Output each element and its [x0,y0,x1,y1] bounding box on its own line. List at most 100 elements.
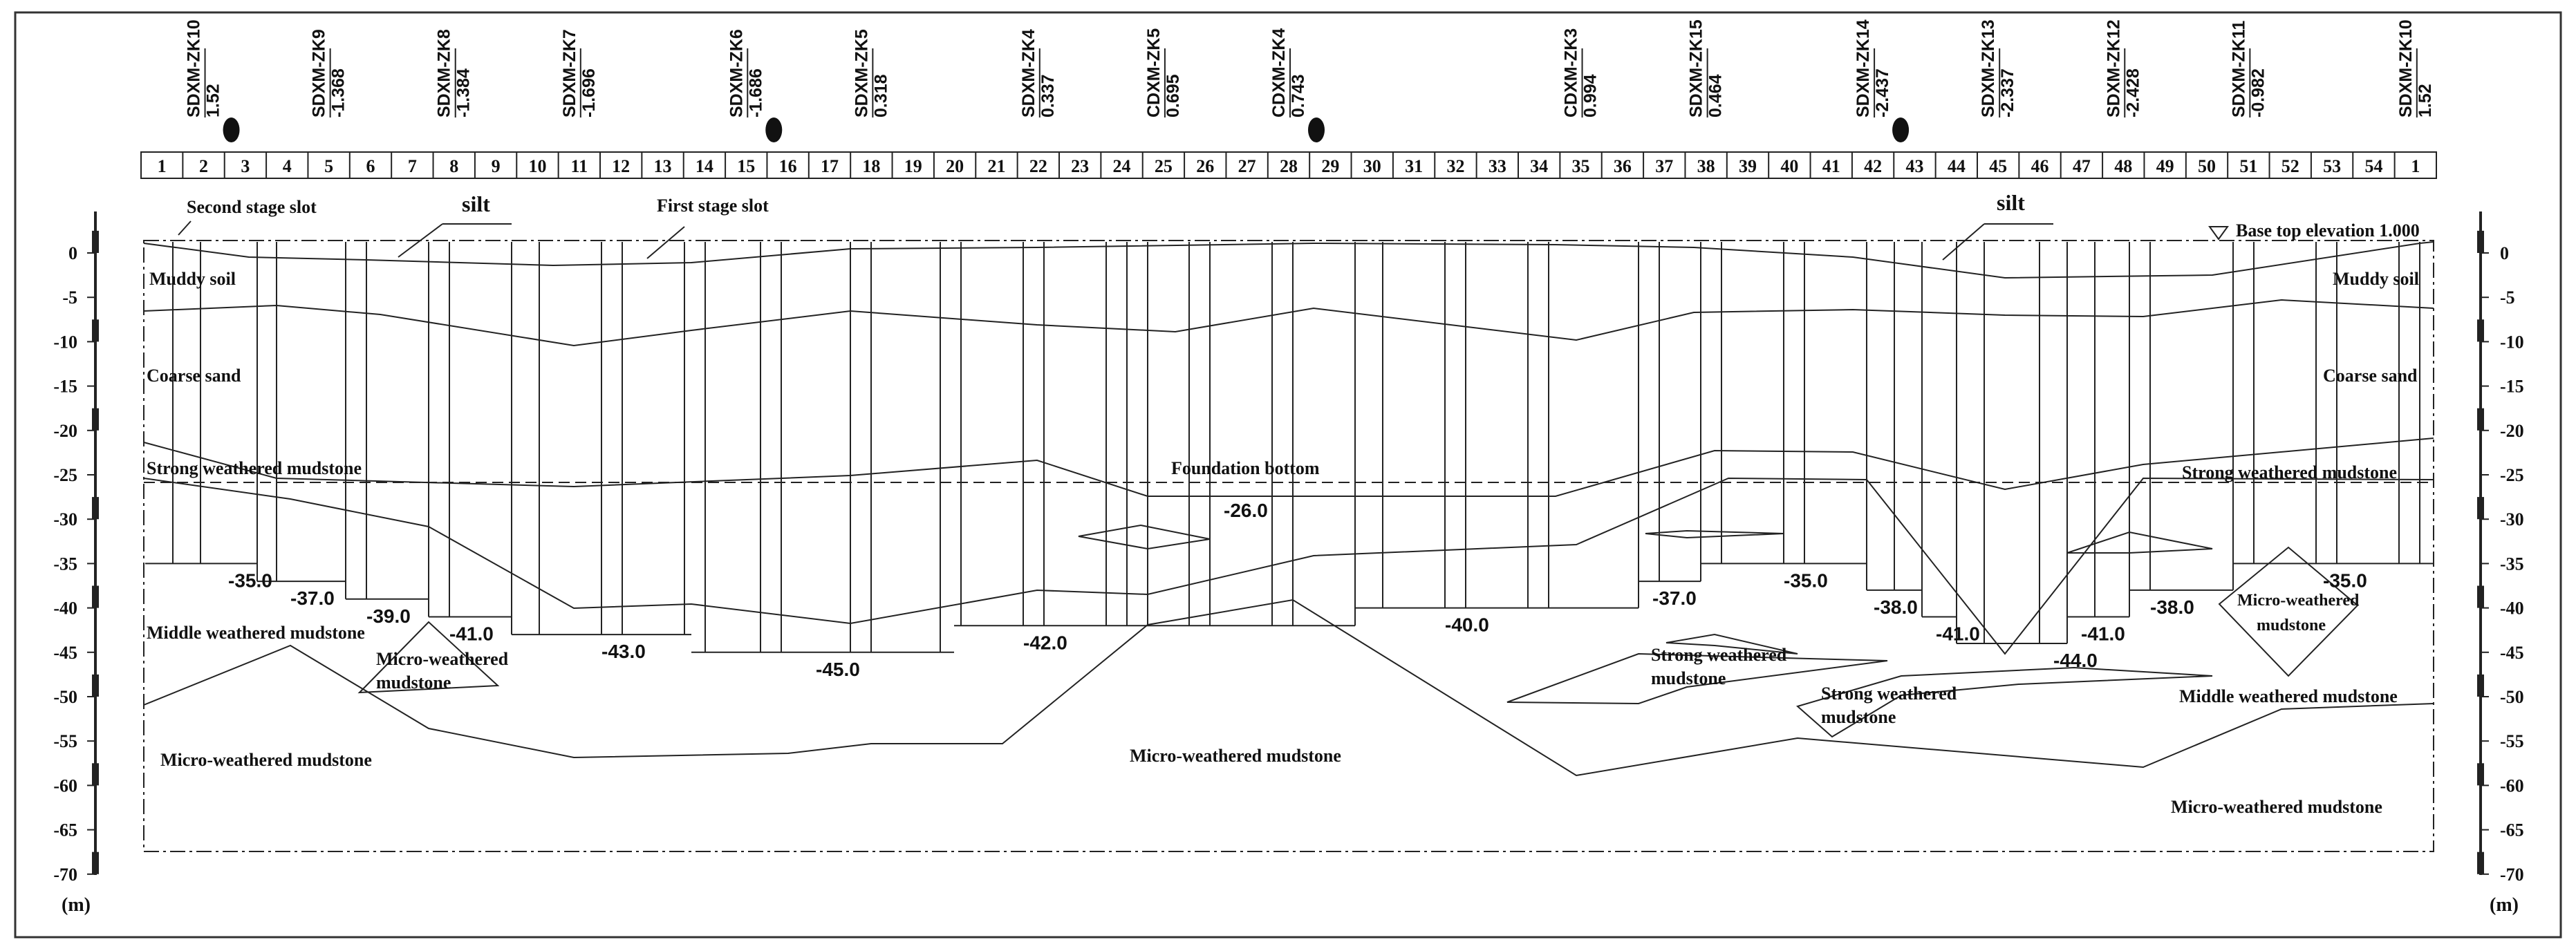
axis-tick-label: -60 [53,775,77,795]
borehole-elevation: -1.384 [454,68,474,117]
axis-tick-label: -65 [2500,820,2524,840]
slot-number: 43 [1905,156,1923,176]
micro-weathered-lens-label: mudstone [376,672,451,693]
outer-frame [14,11,2562,939]
panel-depth-label: -38.0 [1874,596,1918,618]
borehole-header: SDXM-ZK13-2.337 [1979,19,2017,117]
panel-depth-label: -44.0 [2053,650,2098,671]
axis-tick-label: -40 [53,599,77,619]
slot-number: 20 [946,156,964,176]
coarse-sand-label: Coarse sand [2323,366,2418,386]
slot-number: 13 [654,156,672,176]
axis-tick-label: -15 [2500,377,2524,397]
middle-weathered-mudstone-label: Middle weathered mudstone [147,623,365,643]
panel-depth-label: -35.0 [2323,569,2367,591]
lens-shape [357,621,500,694]
depth-axis-right: 0-5-10-15-20-25-30-35-40-45-50-55-60-65-… [2477,211,2524,916]
micro-weathered-lens-label: Micro-weathered [376,649,509,669]
borehole-header: SDXM-ZK14-2.437 [1854,19,1910,142]
foundation-bottom-value: -26.0 [1224,500,1268,521]
slot-number: 33 [1488,156,1506,176]
borehole-id: CDXM-ZK4 [1269,28,1289,117]
borehole-marker-icon [1308,117,1325,142]
slot-number: 8 [449,156,458,176]
slot-number: 41 [1822,156,1840,176]
axis-scale-block [92,319,99,342]
soil-boundary-line [143,299,2434,347]
borehole-elevation: 1.52 [204,84,223,117]
axis-scale-block [2477,763,2484,786]
borehole-id: SDXM-ZK9 [310,29,329,117]
axis-tick-label: -20 [2500,421,2524,441]
ground-surface-line [143,241,2434,279]
strong-weathered-lens-label: Strong weathered [1821,684,1957,704]
borehole-header: SDXM-ZK12-2.428 [2104,19,2143,117]
slot-number: 46 [2031,156,2049,176]
slot-number: 31 [1405,156,1423,176]
borehole-elevation: 0.464 [1706,74,1726,117]
axis-tick-label: -70 [2500,865,2524,885]
slot-number: 50 [2198,156,2216,176]
borehole-header: SDXM-ZK11-0.982 [2229,21,2268,117]
axis-unit-label: (m) [2490,894,2519,916]
leader-line [1942,223,1985,261]
slot-number: 45 [1989,156,2007,176]
coarse-sand-label: Coarse sand [147,366,241,386]
micro-weathered-mudstone-label: Micro-weathered mudstone [160,750,372,770]
slot-number: 3 [241,156,250,176]
borehole-elevation: 0.994 [1581,74,1600,117]
axis-tick-label: -5 [62,288,77,308]
slot-number: 7 [408,156,417,176]
slot-number: 5 [324,156,333,176]
slot-number: 39 [1739,156,1757,176]
panel-depth-label: -40.0 [1445,614,1489,636]
axis-scale-block [92,408,99,431]
axis-unit-label: (m) [62,894,91,916]
slot-number: 48 [2114,156,2132,176]
lens-shape [1795,666,2213,738]
silt-label: silt [462,191,490,216]
axis-tick-label: -40 [2500,599,2524,619]
borehole-header: SDXM-ZK7-1.696 [560,29,599,117]
borehole-id: CDXM-ZK5 [1144,28,1164,117]
borehole-header: SDXM-ZK8-1.384 [435,29,474,117]
borehole-marker-icon [765,117,783,142]
borehole-id: SDXM-ZK15 [1687,19,1706,117]
axis-tick-label: 0 [68,243,77,263]
axis-tick-label: -15 [53,377,77,397]
slot-number: 54 [2364,156,2382,176]
borehole-marker-icon [1892,117,1910,142]
borehole-elevation: -2.337 [1998,68,2017,117]
middle-weathered-mudstone-label: Middle weathered mudstone [2179,686,2398,706]
muddy-soil-label: Muddy soil [2333,269,2419,289]
axis-tick-label: -10 [2500,332,2524,352]
panel-depth-label: -43.0 [601,641,646,662]
panel-depth-label: -41.0 [2081,623,2125,644]
base-top-elevation-label: Base top elevation 1.000 [2236,220,2420,241]
axis-scale-block [2477,851,2484,874]
axis-tick-label: -65 [53,820,77,840]
retaining-panels [145,242,2434,653]
borehole-elevation: -1.368 [329,68,348,117]
foundation-bottom-label: Foundation bottom [1171,458,1320,478]
section-boundary [143,240,2434,852]
borehole-id: SDXM-ZK8 [435,29,454,117]
micro-weathered-lens-label: mudstone [2257,616,2326,634]
elevation-marker-icon [2208,226,2229,241]
slot-number: 47 [2073,156,2091,176]
slot-number: 2 [199,156,208,176]
slot-number: 10 [528,156,546,176]
micro-weathered-mudstone-label: Micro-weathered mudstone [1130,746,1341,766]
borehole-elevation: -1.696 [579,68,599,117]
borehole-id: SDXM-ZK10 [185,19,204,117]
axis-tick-label: -60 [2500,775,2524,795]
slot-number: 25 [1155,156,1173,176]
leader-line [646,226,685,259]
panel-depth-label: -45.0 [816,659,860,680]
axis-scale-block [2477,319,2484,342]
lens-shape [1506,652,1888,705]
